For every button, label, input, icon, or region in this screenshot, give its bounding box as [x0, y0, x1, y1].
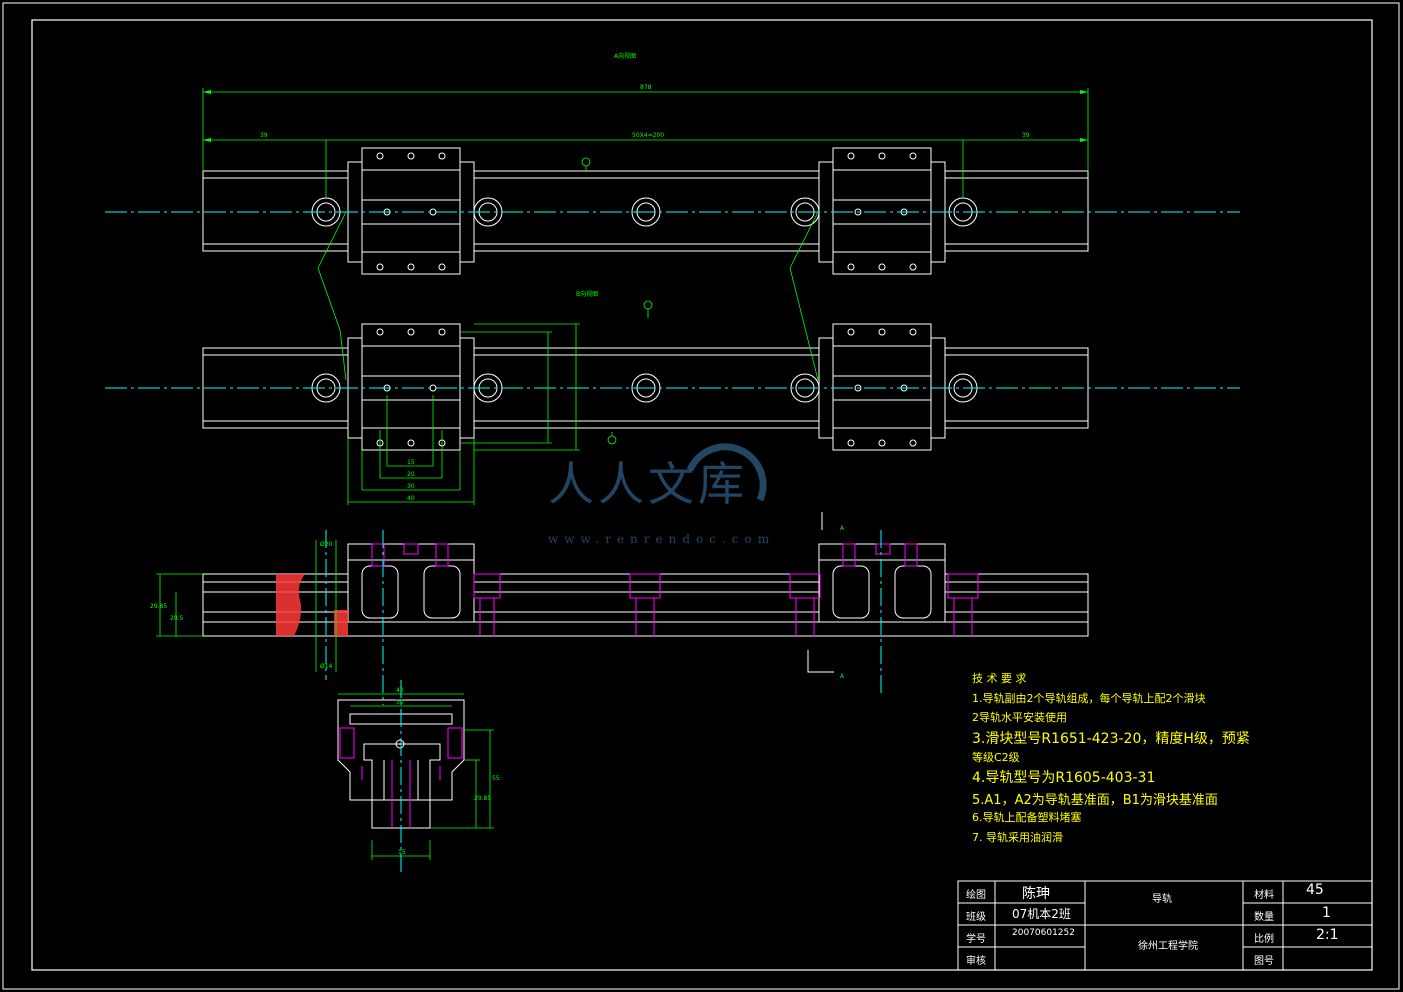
tb-part-name: 导轨 [1152, 894, 1172, 905]
rail-top-view-1 [202, 147, 1089, 275]
requirement-7: 7. 导轨采用油润滑 [972, 831, 1063, 844]
dim-total: 878 [640, 84, 652, 91]
hidden-lines-side [371, 543, 979, 636]
requirement-5: 5.A1，A2为导轨基准面，B1为滑块基准面 [972, 793, 1218, 808]
requirement-3b: 等级C2级 [972, 751, 1020, 764]
section-marker-top: A [840, 525, 845, 532]
rail-side-view [202, 512, 1089, 673]
requirement-6: 6.导轨上配备塑料堵塞 [972, 811, 1082, 824]
watermark-url: www.renrendoc.com [548, 532, 776, 546]
requirement-4: 4.导轨型号为R1605-403-31 [972, 770, 1156, 786]
dim-d20: Ø20 [320, 541, 333, 548]
end-view-dims [338, 693, 494, 860]
dim-left: 39 [260, 132, 268, 139]
dimension-texts: 878 39 50X4=200 39 15 20 30 40 Ø20 Ø14 4… [150, 52, 1030, 856]
carriage-1-right [818, 147, 946, 275]
tb-label-draw: 绘图 [966, 890, 986, 901]
carriage-1-left [347, 147, 475, 275]
rail-top-view-2 [202, 323, 1089, 451]
watermark-text: 人人文库 [548, 457, 748, 511]
dim-end-40: 40 [396, 687, 404, 694]
dim-end-2985: 29.85 [474, 795, 491, 802]
title-block-grid [957, 880, 1373, 971]
dim-15: 15 [407, 459, 415, 466]
dim-side-205: 20.5 [170, 615, 184, 622]
dimension-lines [202, 88, 1089, 505]
carriage-2-right [818, 323, 946, 451]
tb-label-review: 审核 [966, 956, 986, 967]
dim-d14: Ø14 [320, 663, 333, 670]
tb-class-value: 07机本2班 [1012, 907, 1071, 921]
dim-30: 30 [407, 483, 415, 490]
watermark-logo [686, 443, 767, 502]
hatched-section [276, 574, 348, 636]
requirements-title: 技 术 要 求 [972, 672, 1027, 685]
dim-end-15: 15 [398, 849, 406, 856]
tb-label-qty: 数量 [1254, 912, 1274, 923]
requirement-2: 2导轨水平安装使用 [972, 711, 1067, 724]
tb-label-material: 材料 [1254, 890, 1274, 901]
tb-label-dwg: 图号 [1254, 956, 1274, 967]
tb-label-scale: 比例 [1254, 934, 1274, 945]
tb-label-id: 学号 [966, 934, 986, 945]
dim-end-30: 30 [396, 699, 404, 706]
requirement-3: 3.滑块型号R1651-423-20，精度H级，预紧 [972, 731, 1250, 747]
view-label-b: B向视图 [576, 290, 598, 298]
section-marker-bottom: A [840, 673, 845, 680]
tb-draw-name: 陈珅 [1022, 886, 1050, 902]
tb-id-value: 20070601252 [1012, 928, 1075, 938]
tb-qty: 1 [1322, 905, 1331, 921]
dim-right: 39 [1022, 132, 1030, 139]
dimension-arrows [203, 90, 1088, 142]
carriage-2-left [347, 323, 475, 451]
requirement-1: 1.导轨副由2个导轨组成，每个导轨上配2个滑块 [972, 692, 1206, 705]
tb-material: 45 [1306, 882, 1324, 898]
dim-20: 20 [407, 471, 415, 478]
end-view-hidden [339, 727, 463, 828]
dim-pitch: 50X4=200 [632, 132, 664, 139]
tb-school: 徐州工程学院 [1138, 941, 1198, 952]
side-dims [156, 540, 337, 672]
tb-label-class: 班级 [966, 912, 986, 923]
dim-side-2985: 29.85 [150, 603, 167, 610]
dim-40: 40 [407, 495, 415, 502]
dim-end-55: 55 [492, 775, 500, 782]
tb-scale: 2:1 [1316, 927, 1339, 943]
view-label-a: A向视图 [614, 52, 636, 60]
inner-frame [31, 19, 1373, 971]
